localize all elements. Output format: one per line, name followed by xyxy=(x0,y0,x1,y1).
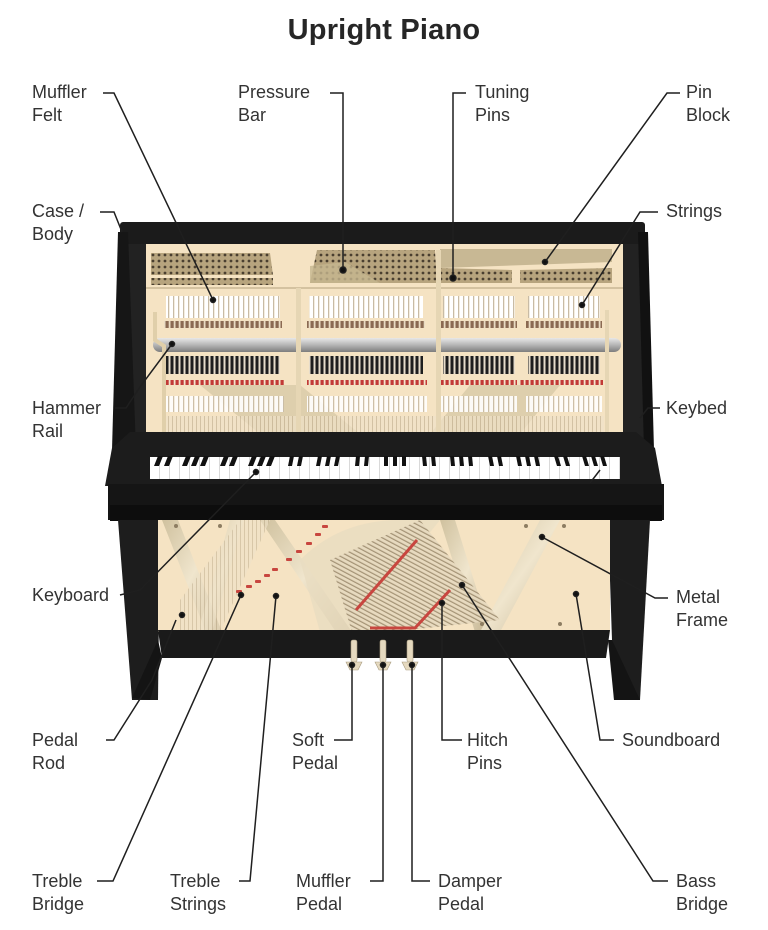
label-case-body: Case / Body xyxy=(32,201,85,244)
label-pin-block: Pin Block xyxy=(686,82,731,125)
lower-case xyxy=(118,520,650,700)
label-soundboard: Soundboard xyxy=(622,730,721,750)
keyboard-section xyxy=(105,432,664,521)
label-bass-bridge: Bass Bridge xyxy=(676,871,729,914)
label-soft-pedal: Soft Pedal xyxy=(292,730,339,773)
label-muffler-pedal: Muffler Pedal xyxy=(296,871,351,914)
label-treble-bridge: Treble Bridge xyxy=(32,871,85,914)
label-damper-pedal: Damper Pedal xyxy=(438,871,503,914)
label-muffler-felt: Muffler Felt xyxy=(32,82,87,125)
upper-action-panel xyxy=(146,244,623,434)
label-tuning-pins: Tuning Pins xyxy=(475,82,530,125)
label-treble-strings: Treble Strings xyxy=(170,871,227,914)
label-keybed: Keybed xyxy=(666,398,728,418)
hammer-rail-bar xyxy=(153,338,621,352)
diagram-title: Upright Piano xyxy=(287,14,481,46)
label-metal-frame: Metal Frame xyxy=(676,587,729,630)
label-keyboard: Keyboard xyxy=(32,585,110,605)
label-pedal-rod: Pedal Rod xyxy=(32,730,79,773)
label-pressure-bar: Pressure Bar xyxy=(238,82,311,125)
label-hammer-rail: Hammer Rail xyxy=(32,398,102,441)
pedals xyxy=(345,639,419,671)
label-strings: Strings xyxy=(666,201,723,221)
label-hitch-pins: Hitch Pins xyxy=(467,730,509,773)
leader-lines xyxy=(97,92,680,882)
